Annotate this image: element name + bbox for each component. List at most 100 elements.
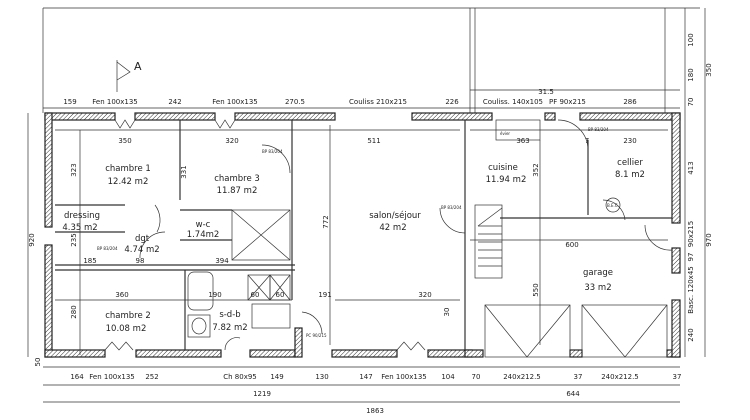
svg-text:280: 280 bbox=[70, 305, 78, 318]
svg-text:97: 97 bbox=[687, 253, 695, 262]
svg-text:413: 413 bbox=[687, 161, 695, 174]
svg-text:104: 104 bbox=[441, 373, 455, 381]
svg-text:w-c: w-c bbox=[196, 220, 211, 230]
svg-text:147: 147 bbox=[359, 373, 372, 381]
garage-door-1 bbox=[484, 304, 571, 358]
svg-text:772: 772 bbox=[322, 215, 330, 228]
svg-text:240x212.5: 240x212.5 bbox=[601, 373, 639, 381]
svg-text:4.74 m2: 4.74 m2 bbox=[124, 245, 159, 255]
svg-text:Ch 80x95: Ch 80x95 bbox=[223, 373, 257, 381]
svg-text:70: 70 bbox=[472, 373, 481, 381]
garage-door-2 bbox=[581, 304, 668, 358]
svg-text:191: 191 bbox=[318, 291, 331, 299]
svg-text:240: 240 bbox=[687, 328, 695, 341]
svg-text:Fen 100x135: Fen 100x135 bbox=[381, 373, 426, 381]
svg-text:60: 60 bbox=[276, 291, 285, 299]
svg-text:4.35 m2: 4.35 m2 bbox=[62, 223, 97, 233]
svg-text:Couliss. 140x105: Couliss. 140x105 bbox=[483, 98, 543, 106]
svg-text:PF 90x215: PF 90x215 bbox=[549, 98, 586, 106]
svg-text:12.42 m2: 12.42 m2 bbox=[108, 177, 149, 187]
room-dressing: dressing 4.35 m2 bbox=[62, 211, 100, 233]
svg-text:190: 190 bbox=[208, 291, 221, 299]
room-sdb: s-d-b7.82 m2 bbox=[212, 310, 247, 333]
svg-text:cellier: cellier bbox=[617, 158, 643, 168]
room-garage: garage 33 m2 bbox=[583, 268, 613, 293]
svg-text:BP 83/204: BP 83/204 bbox=[97, 246, 118, 251]
svg-text:98: 98 bbox=[136, 257, 145, 265]
svg-text:11.87 m2: 11.87 m2 bbox=[217, 186, 258, 196]
svg-text:920: 920 bbox=[28, 233, 36, 246]
svg-text:130: 130 bbox=[315, 373, 328, 381]
svg-text:7: 7 bbox=[585, 137, 589, 145]
svg-text:31.5: 31.5 bbox=[538, 88, 554, 96]
svg-text:320: 320 bbox=[418, 291, 431, 299]
exterior-walls bbox=[44, 112, 681, 358]
svg-text:180: 180 bbox=[687, 68, 695, 81]
room-chambre-3: chambre 311.87 m2 bbox=[214, 174, 260, 196]
svg-text:320: 320 bbox=[225, 137, 238, 145]
svg-text:8.1 m2: 8.1 m2 bbox=[615, 170, 645, 180]
svg-text:323: 323 bbox=[70, 163, 78, 176]
svg-text:185: 185 bbox=[83, 257, 96, 265]
svg-text:600: 600 bbox=[565, 241, 578, 249]
svg-text:Couliss 210x215: Couliss 210x215 bbox=[349, 98, 407, 106]
svg-text:350: 350 bbox=[705, 63, 713, 76]
svg-text:511: 511 bbox=[367, 137, 380, 145]
svg-text:Fen 100x135: Fen 100x135 bbox=[92, 98, 137, 106]
room-cellier: cellier 8.1 m2 bbox=[615, 158, 645, 180]
svg-text:159: 159 bbox=[63, 98, 76, 106]
svg-text:226: 226 bbox=[445, 98, 459, 106]
svg-text:363: 363 bbox=[516, 137, 529, 145]
top-dimensions: 159 Fen 100x135 242 Fen 100x135 270.5 Co… bbox=[63, 88, 637, 106]
section-label: A bbox=[134, 60, 142, 73]
svg-text:230: 230 bbox=[623, 137, 636, 145]
svg-text:7.82 m2: 7.82 m2 bbox=[212, 323, 247, 333]
svg-text:970: 970 bbox=[705, 233, 713, 246]
svg-text:BP 83/204: BP 83/204 bbox=[441, 205, 462, 210]
dimension-lines bbox=[27, 8, 706, 403]
svg-text:644: 644 bbox=[566, 390, 580, 398]
room-chambre-2: chambre 210.08 m2 bbox=[105, 311, 151, 334]
svg-text:garage: garage bbox=[583, 268, 613, 278]
svg-text:10.08 m2: 10.08 m2 bbox=[106, 324, 147, 334]
svg-text:Fen 100x135: Fen 100x135 bbox=[212, 98, 257, 106]
annotations: BP 83/204 BP 83/204 BP 83/204 BP 83/204 … bbox=[97, 127, 618, 338]
svg-text:30: 30 bbox=[443, 308, 451, 317]
svg-text:PC 90/215: PC 90/215 bbox=[306, 333, 327, 338]
svg-text:240x212.5: 240x212.5 bbox=[503, 373, 541, 381]
svg-text:352: 352 bbox=[532, 163, 540, 176]
bottom-dimensions: 164 Fen 100x135 252 Ch 80x95 149 130 147… bbox=[70, 373, 681, 415]
right-dimensions: 100 180 70 350 413 90x215 97 Basc. 120x4… bbox=[687, 33, 713, 341]
svg-text:164: 164 bbox=[70, 373, 84, 381]
room-wc: w-c1.74m2 bbox=[187, 220, 220, 240]
svg-text:270.5: 270.5 bbox=[285, 98, 305, 106]
svg-text:60: 60 bbox=[251, 291, 260, 299]
svg-text:BP 83/204: BP 83/204 bbox=[262, 149, 283, 154]
site-outline bbox=[42, 7, 700, 113]
svg-text:286: 286 bbox=[623, 98, 637, 106]
doors bbox=[104, 119, 673, 358]
svg-text:360: 360 bbox=[115, 291, 128, 299]
svg-text:B.E.C: B.E.C bbox=[607, 203, 618, 208]
left-dimensions: 323 920 235 280 50 bbox=[28, 163, 78, 366]
svg-text:100: 100 bbox=[687, 33, 695, 46]
room-chambre-1: chambre 112.42 m2 bbox=[105, 164, 151, 187]
svg-text:90x215: 90x215 bbox=[687, 221, 695, 247]
svg-text:BP 83/204: BP 83/204 bbox=[588, 127, 609, 132]
svg-text:dressing: dressing bbox=[64, 211, 100, 221]
svg-text:Fen 100x135: Fen 100x135 bbox=[89, 373, 134, 381]
svg-text:42 m2: 42 m2 bbox=[379, 223, 406, 233]
svg-text:Basc. 120x45: Basc. 120x45 bbox=[687, 266, 695, 313]
svg-text:33 m2: 33 m2 bbox=[584, 283, 611, 293]
section-marker: A bbox=[116, 60, 142, 92]
svg-text:149: 149 bbox=[270, 373, 283, 381]
svg-text:235: 235 bbox=[70, 233, 78, 246]
svg-text:331: 331 bbox=[180, 165, 188, 178]
boiler bbox=[605, 197, 621, 213]
interior-dimensions: 350 320 511 363 7 230 331 772 352 185 98… bbox=[83, 137, 636, 316]
interior-walls bbox=[55, 119, 672, 350]
